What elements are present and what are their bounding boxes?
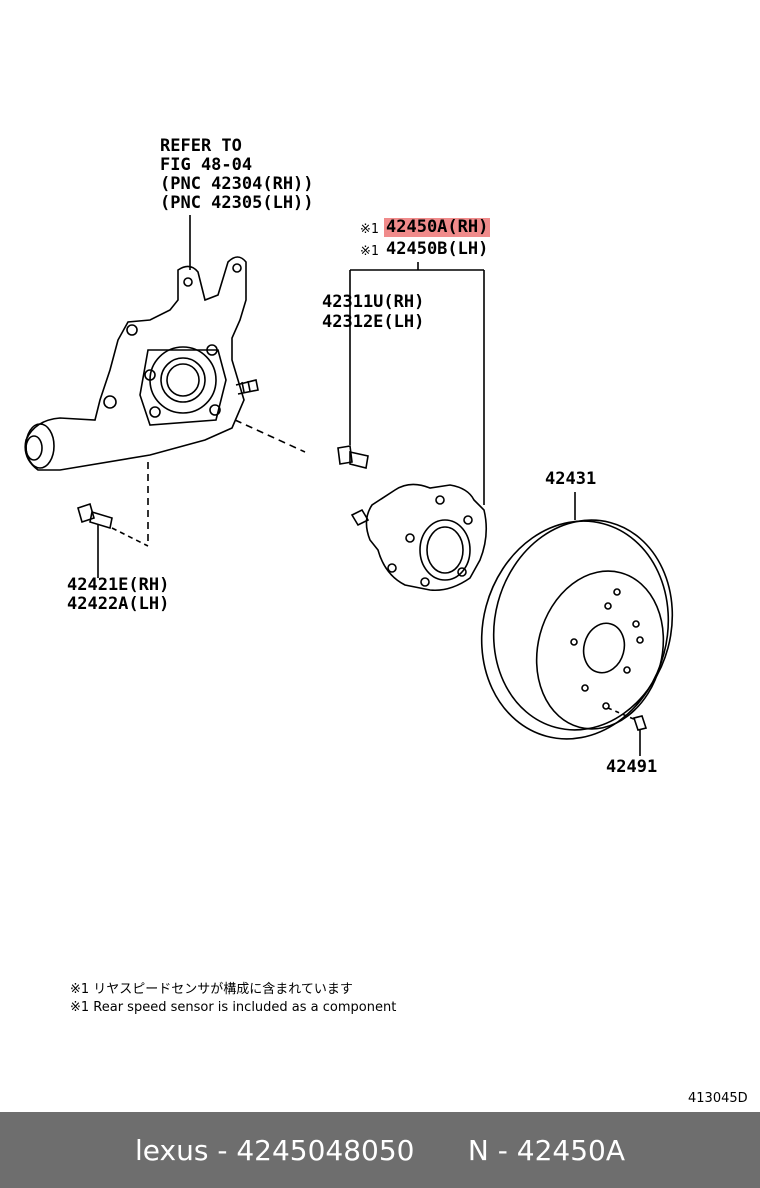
refer-line-4: (PNC 42305(LH)) <box>160 193 314 213</box>
figure-code: 413045D <box>688 1091 748 1106</box>
footer-bar: lexus - 4245048050 N - 42450A <box>0 1112 760 1188</box>
hub-bolt <box>337 445 369 469</box>
refer-line-3: (PNC 42304(RH)) <box>160 174 314 194</box>
hub-rh-label[interactable]: 42450A(RH) <box>384 217 491 237</box>
hub-bearing-assembly <box>350 483 488 592</box>
disc-screw <box>632 715 648 731</box>
footer-brand: lexus <box>135 1133 209 1167</box>
hub-lh-marker: ※1 <box>360 244 379 259</box>
footer-gap <box>415 1134 468 1167</box>
refer-line-2: FIG 48-04 <box>160 155 253 175</box>
knuckle-bolt-rh-label[interactable]: 42421E(RH) <box>67 575 170 595</box>
note-english: ※1 Rear speed sensor is included as a co… <box>70 1000 397 1015</box>
footer-pnc: N - 42450A <box>467 1133 625 1167</box>
hub-bolt-lh-label[interactable]: 42312E(LH) <box>322 312 425 332</box>
refer-line-1: REFER TO <box>160 136 242 156</box>
exploded-parts-diagram <box>24 215 674 756</box>
disc-label[interactable]: 42431 <box>545 469 597 489</box>
hub-bolt-rh-label[interactable]: 42311U(RH) <box>322 292 425 312</box>
footer-sep: - <box>208 1133 237 1167</box>
dash-knuckle-bolt <box>111 527 149 547</box>
brake-disc <box>480 519 674 740</box>
footer-part-number: 4245048050 <box>236 1133 415 1167</box>
hub-rh-marker: ※1 <box>360 222 379 237</box>
dash-knuckle-hub <box>234 419 306 453</box>
disc-screw-label[interactable]: 42491 <box>606 757 658 777</box>
hub-lh-label[interactable]: 42450B(LH) <box>386 239 489 259</box>
knuckle-bolt-lh-label[interactable]: 42422A(LH) <box>67 594 170 614</box>
steering-knuckle <box>24 256 259 471</box>
knuckle-bolt <box>77 502 113 530</box>
note-japanese: ※1 リヤスピードセンサが構成に含まれています <box>70 982 353 997</box>
dash-disc-screw <box>607 707 637 721</box>
